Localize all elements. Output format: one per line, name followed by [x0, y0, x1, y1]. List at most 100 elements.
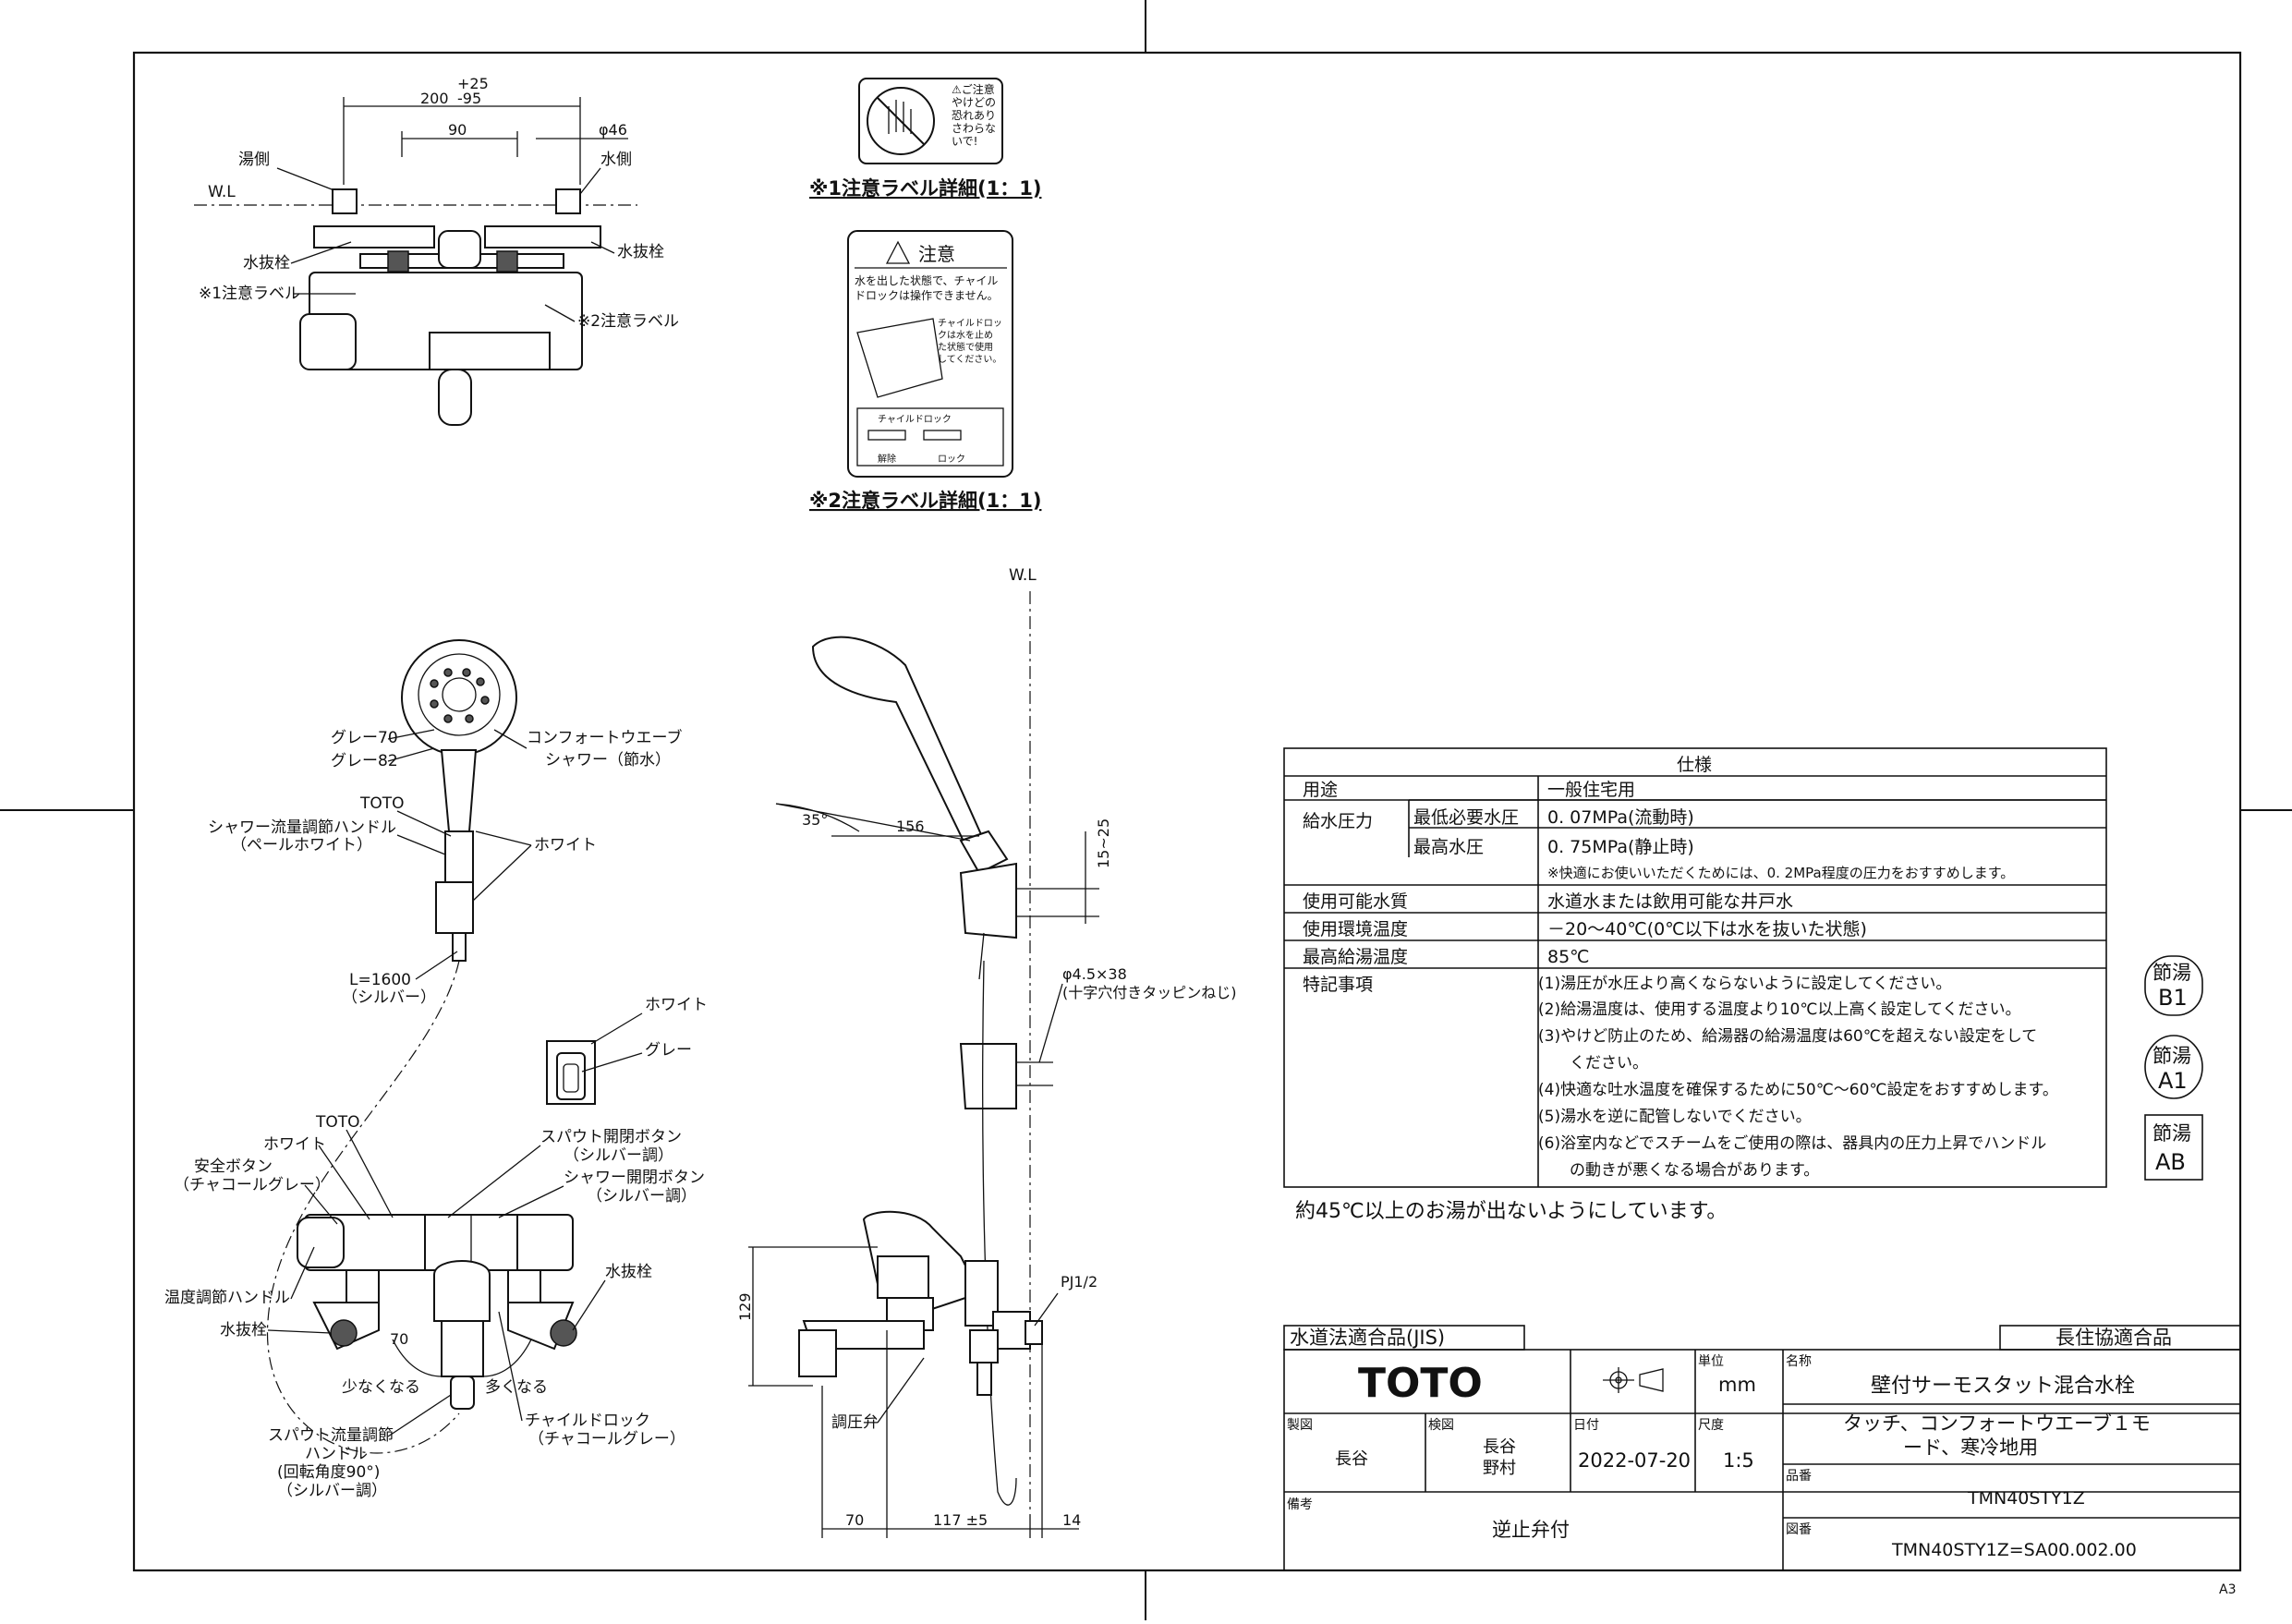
tb-note: 逆止弁付: [1492, 1519, 1570, 1541]
dim-phi46: φ46: [599, 121, 627, 139]
side-pj: PJ1/2: [1061, 1273, 1097, 1291]
side-dim15-25: 15~25: [1095, 818, 1112, 868]
mizugawa-label: 水側: [600, 151, 632, 169]
front-spflow2: ハンドル: [305, 1445, 368, 1463]
front-dim70: 70: [390, 1330, 408, 1348]
label2-lock: ロック: [938, 454, 965, 465]
spec-row0-val: 一般住宅用: [1547, 780, 1635, 800]
spec-row4-key: 使用可能水質: [1303, 891, 1408, 912]
tb-jis: 水道法適合品(JIS): [1290, 1327, 1445, 1349]
tb-scale: 1:5: [1723, 1449, 1754, 1472]
tb-choju: 長住協適合品: [2056, 1327, 2172, 1349]
front-safety2: （チャコールグレー）: [174, 1176, 331, 1194]
front-safety1: 安全ボタン: [194, 1157, 273, 1176]
spec-row5-key: 使用環境温度: [1303, 919, 1408, 939]
tb-unit-label: 単位: [1698, 1354, 1724, 1369]
badge-b1: 節湯 B1: [2144, 955, 2203, 1016]
label2-childlock: チャイルドロック: [878, 414, 952, 425]
tb-name-label: 名称: [1786, 1354, 1812, 1369]
shower-handle2: （ペールホワイト）: [231, 836, 372, 854]
shower-comfort1: コンフォートウエーブ: [527, 728, 682, 747]
badge-b1-bottom: B1: [2158, 985, 2188, 1011]
label2-side1: チャイルドロッ: [938, 318, 1002, 329]
side-angle: 35°: [802, 811, 828, 829]
spec-row1-key: 給水圧力: [1303, 811, 1373, 831]
spec-note-1: (1)湯圧が水圧より高くならないように設定してください。: [1538, 975, 1951, 993]
front-spflow1: スパウト流量調節: [268, 1426, 394, 1445]
tb-part: TMN40STY1Z: [1967, 1488, 2085, 1509]
caution-label-1-detail: ⚠ご注意 やけどの 恐れあり さわらな いで! ※1注意ラベル詳細(1：1): [809, 78, 1041, 200]
shower-grey82: グレー82: [331, 752, 398, 770]
badge-ab: 節湯 AB: [2144, 1114, 2203, 1181]
shower-hose2: （シルバー）: [342, 988, 436, 1007]
title-block: 水道法適合品(JIS) 長住協適合品 TOTO 単位 mm 名称 壁付サーモスタ…: [1283, 1325, 2241, 1597]
spec-title: 仕様: [1677, 755, 1712, 775]
caution2-label: ※2注意ラベル: [577, 312, 679, 331]
label2-side3: た状態で使用: [938, 341, 993, 353]
holder-white: ホワイト: [645, 996, 708, 1014]
side-dim129: 129: [736, 1292, 754, 1321]
shower-toto: TOTO: [359, 794, 405, 813]
spec-row2-sub: 最高水圧: [1413, 837, 1484, 857]
label1-caption: ※1注意ラベル詳細(1：1): [809, 177, 1041, 200]
label2-side2: クは水を止め: [938, 330, 993, 341]
badge-a1: 節湯 A1: [2144, 1035, 2203, 1099]
spec-row3-val: ※快適にお使いいただくためには、0. 2MPa程度の圧力をおすすめします。: [1547, 865, 2014, 881]
side-screw1: φ4.5×38: [1062, 965, 1127, 983]
tb-unit: mm: [1718, 1374, 1756, 1396]
front-spout2: （シルバー調）: [564, 1146, 673, 1165]
dim-90: 90: [448, 121, 467, 139]
spec-row4-val: 水道水または飲用可能な井戸水: [1547, 891, 1793, 912]
shower-white: ホワイト: [534, 836, 597, 854]
tb-kenzu2: 野村: [1483, 1459, 1516, 1478]
spec-row5-val: －20～40℃(0℃以下は水を抜いた状態): [1547, 919, 1867, 939]
spec-row1-sub: 最低必要水圧: [1413, 807, 1519, 828]
spec-note-5: (5)湯水を逆に配管しないでください。: [1538, 1108, 1812, 1126]
spec-notes-key: 特記事項: [1303, 975, 1373, 995]
front-spflow3: (回転角度90°): [277, 1463, 380, 1482]
holder-grey: グレー: [645, 1041, 692, 1060]
label2-release: 解除: [878, 453, 896, 465]
front-mizunuki-r: 水抜栓: [605, 1263, 652, 1281]
spec-row6-key: 最高給湯温度: [1303, 947, 1408, 967]
tb-paper: A3: [2219, 1582, 2236, 1597]
spec-row1-val: 0. 07MPa(流動時): [1547, 807, 1694, 828]
spec-note-3b: ください。: [1538, 1054, 1648, 1073]
tb-seizu-label: 製図: [1287, 1418, 1313, 1433]
label1-line0: ⚠ご注意: [952, 82, 995, 96]
label2-caption: ※2注意ラベル詳細(1：1): [809, 490, 1041, 512]
side-wl: W.L: [1009, 566, 1037, 585]
caution-label-2-detail: 注意 水を出した状態で、チャイル ドロックは操作できません。 チャイルドロッ ク…: [809, 230, 1041, 512]
front-shower2: （シルバー調）: [587, 1187, 697, 1206]
label2-line2: ドロックは操作できません。: [855, 288, 999, 302]
spec-row0-key: 用途: [1303, 780, 1338, 800]
yugawa-label: 湯側: [238, 151, 270, 169]
label1-line2: 恐れあり: [952, 109, 996, 122]
badge-ab-top: 節湯: [2153, 1122, 2191, 1145]
front-white: ホワイト: [263, 1135, 326, 1154]
side-dim14: 14: [1062, 1511, 1081, 1529]
label2-heading: 注意: [918, 243, 955, 265]
front-spflow4: （シルバー調）: [277, 1482, 387, 1500]
dim-total: 200: [420, 90, 449, 107]
caution1-label: ※1注意ラベル: [199, 285, 300, 303]
label2-line1: 水を出した状態で、チャイル: [855, 273, 998, 287]
tb-name: 壁付サーモスタット混合水栓: [1871, 1375, 2135, 1398]
spec-row2-val: 0. 75MPa(静止時): [1547, 837, 1694, 857]
front-shower1: シャワー開閉ボタン: [564, 1169, 705, 1187]
mizunuki-left: 水抜栓: [243, 254, 290, 273]
shower-comfort2: シャワー（節水）: [545, 751, 671, 770]
side-valve: 調圧弁: [831, 1413, 879, 1432]
tb-kenzu-label: 検図: [1428, 1418, 1454, 1433]
front-mizunuki-l: 水抜栓: [220, 1321, 267, 1339]
tb-part-label: 品番: [1786, 1469, 1812, 1484]
spec-note-4: (4)快適な吐水温度を確保するために50℃～60℃設定をおすすめします。: [1538, 1081, 2058, 1099]
spec-note-6b: の動きが悪くなる場合があります。: [1538, 1161, 1819, 1180]
mizunuki-right: 水抜栓: [617, 243, 664, 261]
badge-b1-top: 節湯: [2153, 962, 2191, 984]
shower-head-front: グレー70 グレー82 コンフォートウエーブ シャワー（節水） TOTO シャワ…: [208, 639, 682, 1454]
dim-tol-plus: +25: [457, 75, 489, 92]
shower-hose1: L=1600: [349, 971, 411, 989]
tb-note-label: 備考: [1287, 1497, 1313, 1512]
